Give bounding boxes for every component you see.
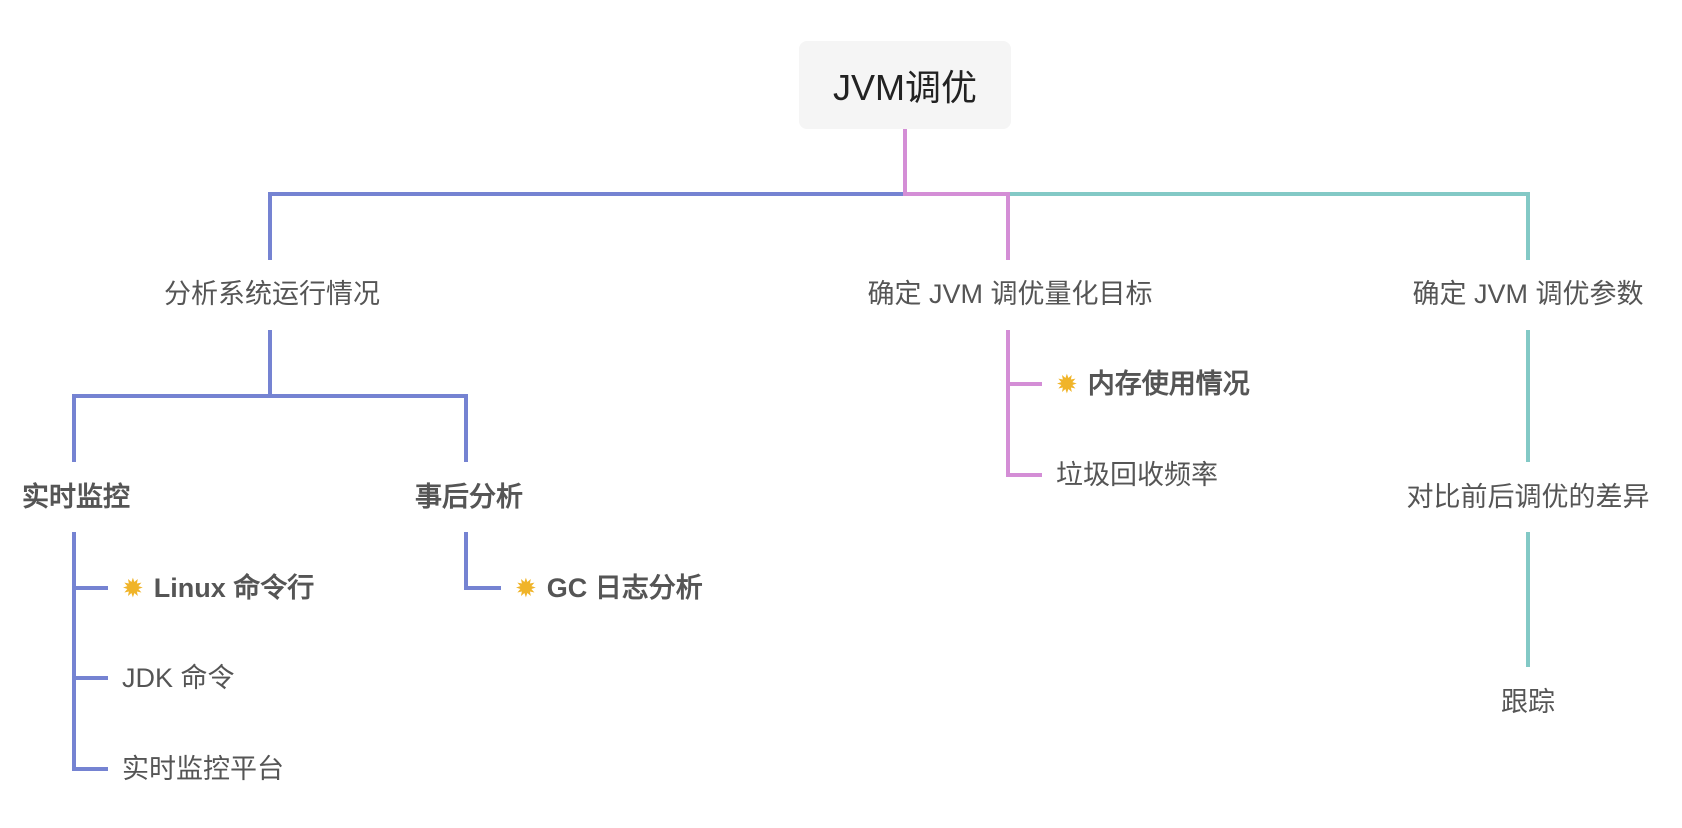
leaf-realtime-platform[interactable]: 实时监控平台 [122,754,284,784]
node-tracking[interactable]: 跟踪 [1501,687,1555,717]
leaf-linux-cli[interactable]: ✹Linux 命令行 [122,573,315,603]
star-icon: ✹ [122,573,144,603]
node-quantify-goal[interactable]: 确定 JVM 调优量化目标 [867,279,1153,309]
leaf-memory-usage[interactable]: ✹内存使用情况 [1056,369,1250,399]
leaf-jdk-command[interactable]: JDK 命令 [122,663,235,693]
root-label: JVM调优 [832,67,977,108]
node-analyze-system[interactable]: 分析系统运行情况 [164,279,380,309]
leaf-gc-log-analysis[interactable]: ✹GC 日志分析 [515,573,703,603]
node-compare-diff[interactable]: 对比前后调优的差异 [1406,482,1650,512]
node-postmortem-analysis[interactable]: 事后分析 [415,482,523,512]
postmortem-branch [464,532,501,590]
node-realtime-monitor[interactable]: 实时监控 [22,482,130,512]
star-icon: ✹ [1056,369,1078,399]
star-icon: ✹ [515,573,537,603]
node-tuning-params[interactable]: 确定 JVM 调优参数 [1412,279,1644,309]
root-node[interactable]: JVM调优 [799,41,1011,129]
leaf-gc-frequency[interactable]: 垃圾回收频率 [1056,460,1218,490]
